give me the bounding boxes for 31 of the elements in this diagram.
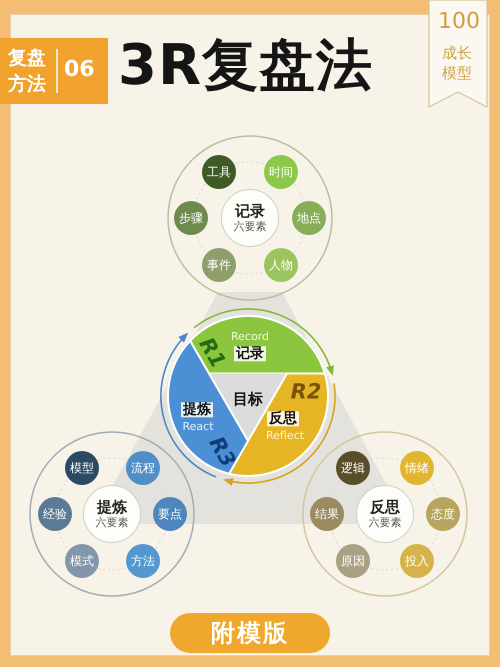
segment-title: 记录: [234, 346, 266, 362]
center-circle: [166, 314, 330, 478]
tab-number: 06: [64, 57, 95, 82]
template-button: 附模版: [170, 613, 330, 653]
segment-caption: React: [182, 420, 214, 434]
hub-title: 提炼: [97, 498, 127, 516]
hub-subtitle: 六要素: [368, 516, 402, 530]
ring-outline: [29, 431, 195, 597]
segment-caption: Reflect: [266, 430, 304, 442]
cycle-arrow: [223, 383, 336, 486]
step-number: R3: [204, 432, 240, 472]
segment-title: 提炼: [181, 402, 213, 418]
bookmark-badge: [428, 0, 488, 108]
hub-subtitle: 六要素: [234, 220, 266, 234]
tab-label: 复盘方法: [8, 46, 47, 97]
hub-title: 记录: [235, 202, 265, 220]
hub-title: 反思: [370, 498, 400, 516]
badge-number: 100: [438, 10, 480, 34]
ring-outline: [302, 431, 468, 597]
step-number: R2: [290, 380, 322, 404]
segment-caption: Record: [231, 330, 269, 344]
segment-title: 反思: [267, 411, 299, 427]
cycle-arrow: [194, 308, 334, 376]
goal-text: 目标: [233, 390, 263, 408]
title-text: 3R复盘法: [118, 34, 374, 98]
ring-outline: [167, 135, 333, 301]
cycle-arrow: [160, 332, 216, 478]
hub-subtitle: 六要素: [96, 516, 128, 530]
step-number: R1: [194, 334, 230, 372]
header-tab: [0, 38, 108, 104]
badge-text: 成长模型: [442, 44, 473, 83]
